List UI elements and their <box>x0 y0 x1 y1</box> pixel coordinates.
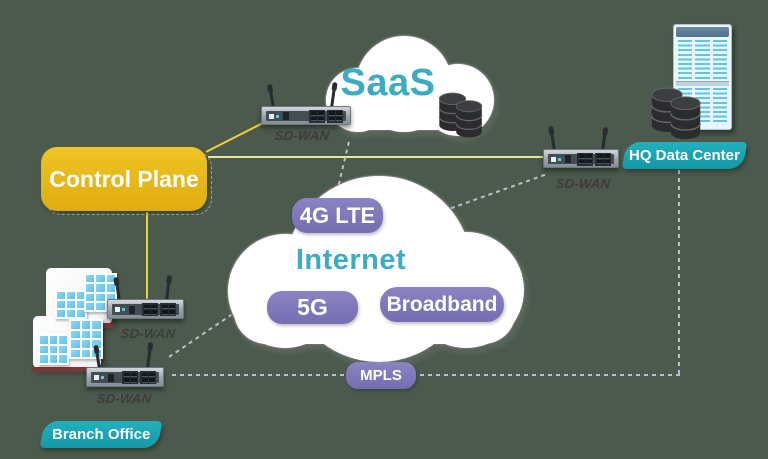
server-rack-icon <box>673 24 732 130</box>
database-icon <box>455 100 483 138</box>
router-label: SD-WAN <box>95 391 153 406</box>
link-controlplane-to-branch-router <box>146 212 148 299</box>
control-plane-node: Control Plane <box>41 147 207 211</box>
badge-broadband: Broadband <box>380 287 504 322</box>
hq-data-center-badge: HQ Data Center <box>621 142 748 169</box>
router-icon-branch-secondary <box>86 348 164 387</box>
router-label: SD-WAN <box>119 326 177 341</box>
router-label: SD-WAN <box>554 176 612 191</box>
control-plane-label: Control Plane <box>49 165 199 192</box>
database-icon <box>670 96 701 140</box>
link-controlplane-to-saas-router <box>205 122 264 153</box>
branch-office-badge: Branch Office <box>39 421 163 448</box>
server-rack-header <box>676 27 729 37</box>
building-windows-icon <box>38 334 69 365</box>
link-hq-to-mpls-dashed <box>678 170 680 376</box>
router-label: SD-WAN <box>273 128 331 143</box>
router-icon-saas-edge <box>261 89 351 125</box>
badge-5g: 5G <box>267 291 358 324</box>
link-controlplane-to-hq-router <box>208 156 545 158</box>
saas-cloud-label: SaaS <box>340 62 436 104</box>
building-windows-icon <box>55 290 87 319</box>
router-icon-hq-edge <box>543 133 619 168</box>
badge-4g-lte: 4G LTE <box>292 198 383 233</box>
badge-mpls: MPLS <box>346 362 416 389</box>
link-mpls-dashed <box>172 374 680 376</box>
internet-cloud-label: Internet <box>295 244 407 276</box>
router-icon-branch-primary <box>107 281 184 319</box>
